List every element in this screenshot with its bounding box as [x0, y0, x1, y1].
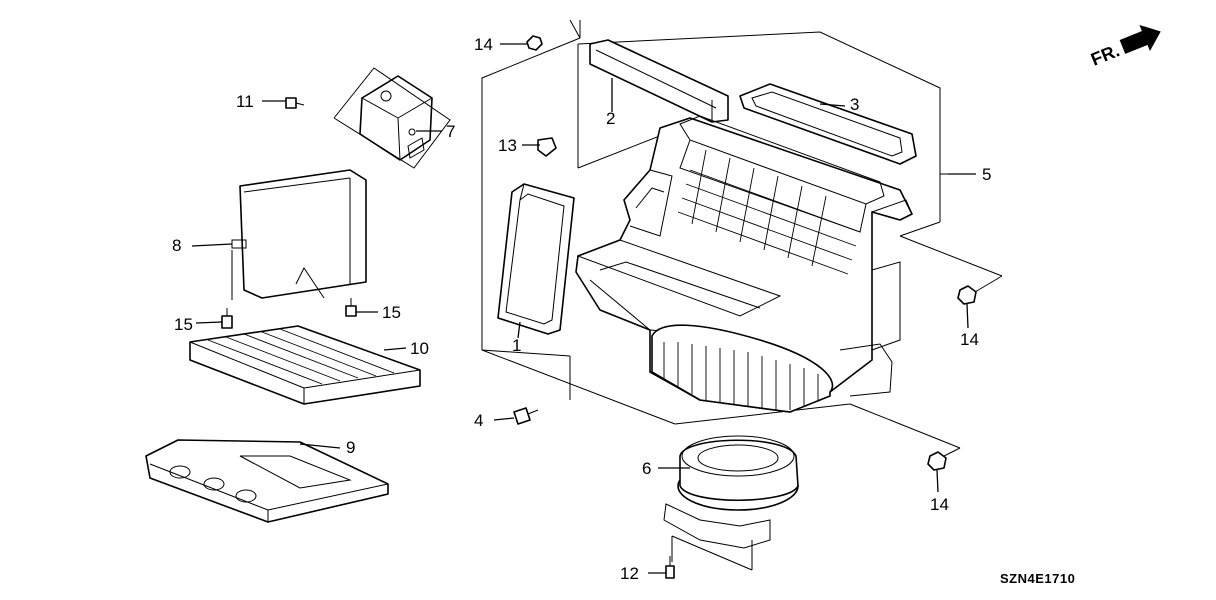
- filter-lid-part: [145, 439, 389, 523]
- callout-7: 7: [446, 122, 455, 141]
- callout-2: 2: [606, 109, 615, 128]
- front-label: FR.: [1088, 40, 1122, 69]
- callout-12: 12: [620, 564, 639, 583]
- gasket-part: [739, 83, 917, 165]
- callout-3: 3: [850, 95, 859, 114]
- callout-15-left: 15: [174, 315, 193, 334]
- callout-4: 4: [474, 411, 483, 430]
- callout-labels: 1 2 3 4 5 6 7 8 9 10 11 12 13 14 14 14 1…: [172, 35, 991, 583]
- screw-icon-12: [665, 565, 675, 579]
- nut-icon-top: [526, 35, 543, 51]
- blower-housing-part: [575, 115, 913, 413]
- screw-icon-11: [285, 97, 297, 109]
- callout-14-right: 14: [960, 330, 979, 349]
- callout-10: 10: [410, 339, 429, 358]
- air-filter-part: [189, 325, 421, 405]
- callout-11: 11: [236, 92, 254, 111]
- callout-9: 9: [346, 438, 355, 457]
- callout-13: 13: [498, 136, 517, 155]
- housing-group-outline: [481, 19, 1003, 459]
- diagram-code: SZN4E1710: [1000, 571, 1075, 586]
- clip-icon-13: [537, 137, 557, 157]
- callout-14-bottom: 14: [930, 495, 949, 514]
- seal-strip-part: [589, 39, 729, 123]
- leader-lines: [191, 43, 976, 574]
- callout-8: 8: [172, 236, 181, 255]
- callout-14-top: 14: [474, 35, 493, 54]
- blower-motor-part: [663, 435, 799, 571]
- callout-6: 6: [642, 459, 651, 478]
- screw-icon-15-left: [221, 315, 233, 329]
- front-direction-indicator: FR.: [1088, 24, 1161, 70]
- screw-icon-15-right: [345, 305, 357, 317]
- callout-5: 5: [982, 165, 991, 184]
- callout-1: 1: [512, 336, 521, 355]
- control-unit-part: [231, 169, 367, 300]
- filter-frame-part: [497, 183, 575, 335]
- front-arrow-icon: [1119, 24, 1161, 54]
- fasteners: [221, 35, 977, 579]
- nut-icon-bottom: [927, 451, 947, 471]
- actuator-motor-part: [333, 67, 451, 169]
- nut-icon-right: [957, 285, 977, 305]
- callout-15-right: 15: [382, 303, 401, 322]
- screw-icon-4: [513, 407, 531, 425]
